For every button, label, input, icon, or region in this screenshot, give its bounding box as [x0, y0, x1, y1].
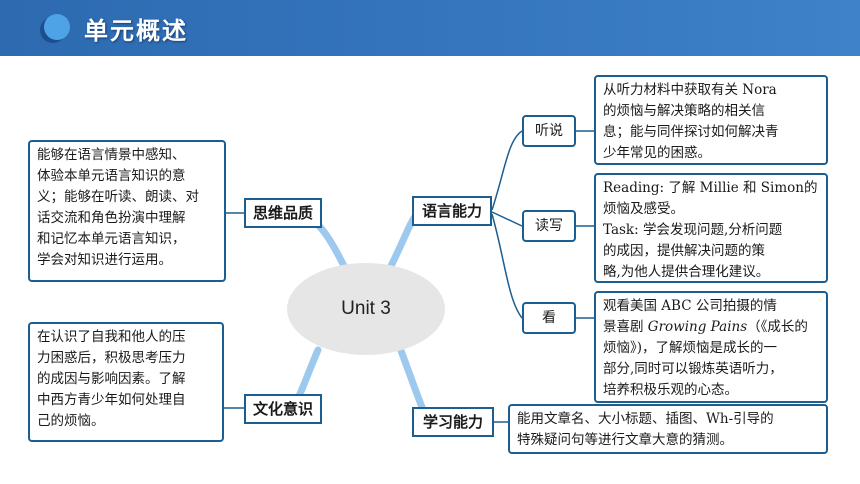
header-bullet-icon: [44, 14, 70, 40]
culture-line: 己的烦恼。: [37, 413, 105, 429]
culture-text-box: 在认识了自我和他人的压 力困惑后，积极思考压力 的成因与影响因素。了解 中西方青…: [28, 322, 224, 442]
view-line: 烦恼》)，了解烦恼是成长的一: [603, 340, 778, 356]
learning-line: 特殊疑问句等进行文章大意的猜测。: [517, 432, 733, 448]
learning-text-box: 能用文章名、大小标题、插图、Wh-引导的 特殊疑问句等进行文章大意的猜测。: [508, 404, 828, 454]
view-line: 观看美国 ABC 公司拍摄的情: [603, 298, 777, 314]
thinking-text-box: 能够在语言情景中感知、 体验本单元语言知识的意 义；能够在听读、朗读、对 话交流…: [28, 140, 226, 282]
learning-label: 学习能力: [412, 407, 494, 437]
thinking-line: 义；能够在听读、朗读、对: [37, 189, 199, 205]
view-show-title: Growing Pains: [647, 319, 748, 335]
link-language-view: [491, 213, 523, 319]
listen-line: 从听力材料中获取有关 Nora: [603, 82, 777, 98]
thinking-label: 思维品质: [244, 198, 322, 228]
view-line-part: 景喜剧: [603, 319, 648, 335]
listen-label: 听说: [522, 115, 576, 147]
view-line-part: （《成长的: [747, 319, 808, 335]
read-line: 略,为他人提供合理化建议。: [603, 264, 770, 280]
center-node: Unit 3: [287, 263, 445, 355]
language-label: 语言能力: [412, 196, 492, 226]
view-line: 部分,同时可以锻炼英语听力，: [603, 361, 783, 377]
thinking-line: 学会对知识进行运用。: [37, 252, 172, 268]
read-line: Reading: 了解 Millie 和 Simon的: [603, 180, 818, 196]
view-label: 看: [522, 302, 576, 334]
listen-line: 少年常见的困惑。: [603, 145, 711, 161]
read-label: 读写: [522, 210, 576, 242]
view-text-box: 观看美国 ABC 公司拍摄的情 景喜剧 Growing Pains（《成长的 烦…: [594, 291, 828, 403]
learning-line: 能用文章名、大小标题、插图、Wh-引导的: [517, 411, 774, 427]
link-learning: [396, 344, 428, 416]
read-text-box: Reading: 了解 Millie 和 Simon的 烦恼及感受。 Task:…: [594, 173, 828, 283]
listen-text-box: 从听力材料中获取有关 Nora 的烦恼与解决策略的相关信 息；能与同伴探讨如何解…: [594, 75, 828, 165]
culture-label: 文化意识: [244, 394, 322, 424]
thinking-line: 和记忆本单元语言知识，: [37, 231, 186, 247]
thinking-line: 话交流和角色扮演中理解: [37, 210, 186, 226]
read-line: Task: 学会发现问题,分析问题: [603, 222, 783, 238]
thinking-line: 体验本单元语言知识的意: [37, 168, 186, 184]
center-label: Unit 3: [341, 298, 391, 319]
listen-line: 息；能与同伴探讨如何解决青: [603, 124, 779, 140]
header-bar: 单元概述: [0, 0, 860, 56]
read-line: 的成因，提供解决问题的策: [603, 243, 765, 259]
link-language-read: [491, 211, 523, 227]
listen-line: 的烦恼与解决策略的相关信: [603, 103, 765, 119]
view-line: 景喜剧 Growing Pains（《成长的: [603, 317, 819, 338]
page-title: 单元概述: [84, 17, 188, 45]
view-line: 培养积极乐观的心态。: [603, 382, 738, 398]
thinking-line: 能够在语言情景中感知、: [37, 147, 186, 163]
link-language-listen: [491, 130, 523, 211]
culture-line: 中西方青少年如何处理自: [37, 392, 186, 408]
read-line: 烦恼及感受。: [603, 201, 684, 217]
culture-line: 的成因与影响因素。了解: [37, 371, 186, 387]
culture-line: 力困惑后，积极思考压力: [37, 350, 186, 366]
culture-line: 在认识了自我和他人的压: [37, 329, 186, 345]
